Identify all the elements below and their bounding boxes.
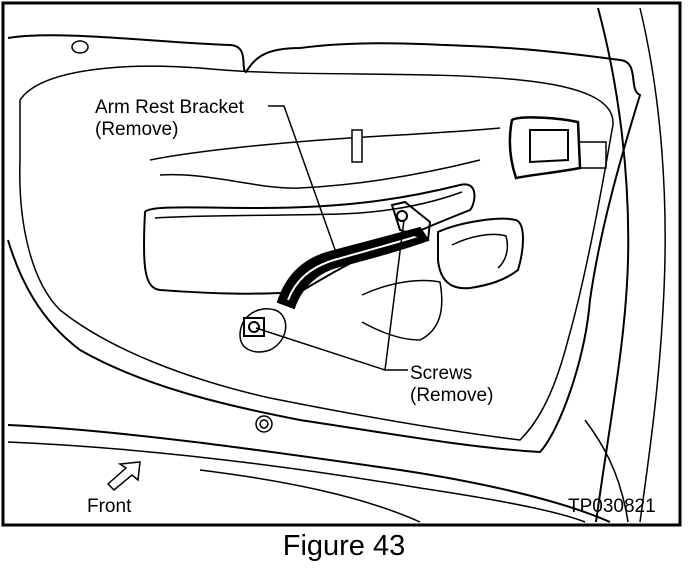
- screws-action: (Remove): [410, 385, 494, 406]
- arm-rest-pad-inner: [451, 233, 509, 269]
- door-trim-inner: [19, 65, 614, 441]
- pull-pocket-inner: [154, 191, 463, 219]
- inner-door-handle-grip: [529, 129, 569, 164]
- door-edge-right: [595, 7, 630, 523]
- arm-rest-pad: [437, 217, 524, 290]
- top-clip-hole: [71, 40, 89, 54]
- upper-molding: [149, 127, 501, 161]
- figure-code: TP030821: [568, 496, 656, 517]
- lower-clip-hole: [255, 415, 273, 433]
- front-label: Front: [87, 496, 132, 517]
- inner-door-handle: [508, 116, 582, 180]
- lower-clip-hole-inner: [259, 419, 269, 429]
- upper-screw: [396, 210, 408, 222]
- figure-caption: Figure 43: [282, 530, 406, 562]
- pull-pocket: [142, 183, 476, 295]
- front-arrow-icon: [106, 461, 141, 492]
- arm-rest-bracket-highlight: [287, 235, 419, 301]
- arm-rest-cavity: [361, 279, 443, 341]
- screws-leader-line-lower: [255, 327, 386, 371]
- lower-screw-boss: [239, 308, 287, 353]
- door-sill-2: [7, 441, 586, 523]
- bracket-mount-upper: [390, 200, 432, 242]
- lower-screw: [248, 321, 260, 333]
- screws-label: Screws: [410, 363, 473, 384]
- bracket-leader-line: [268, 105, 339, 259]
- upper-molding-2: [159, 159, 481, 189]
- door-sill-1: [7, 424, 611, 523]
- door-edge-right-3: [584, 419, 629, 523]
- door-edge-right-2: [639, 7, 666, 523]
- arm-rest-bracket-action: (Remove): [95, 119, 179, 140]
- door-sill-3: [199, 469, 421, 523]
- molding-clip: [351, 129, 363, 163]
- handle-bezel: [580, 141, 607, 169]
- arm-rest-bracket-label: Arm Rest Bracket: [95, 97, 244, 118]
